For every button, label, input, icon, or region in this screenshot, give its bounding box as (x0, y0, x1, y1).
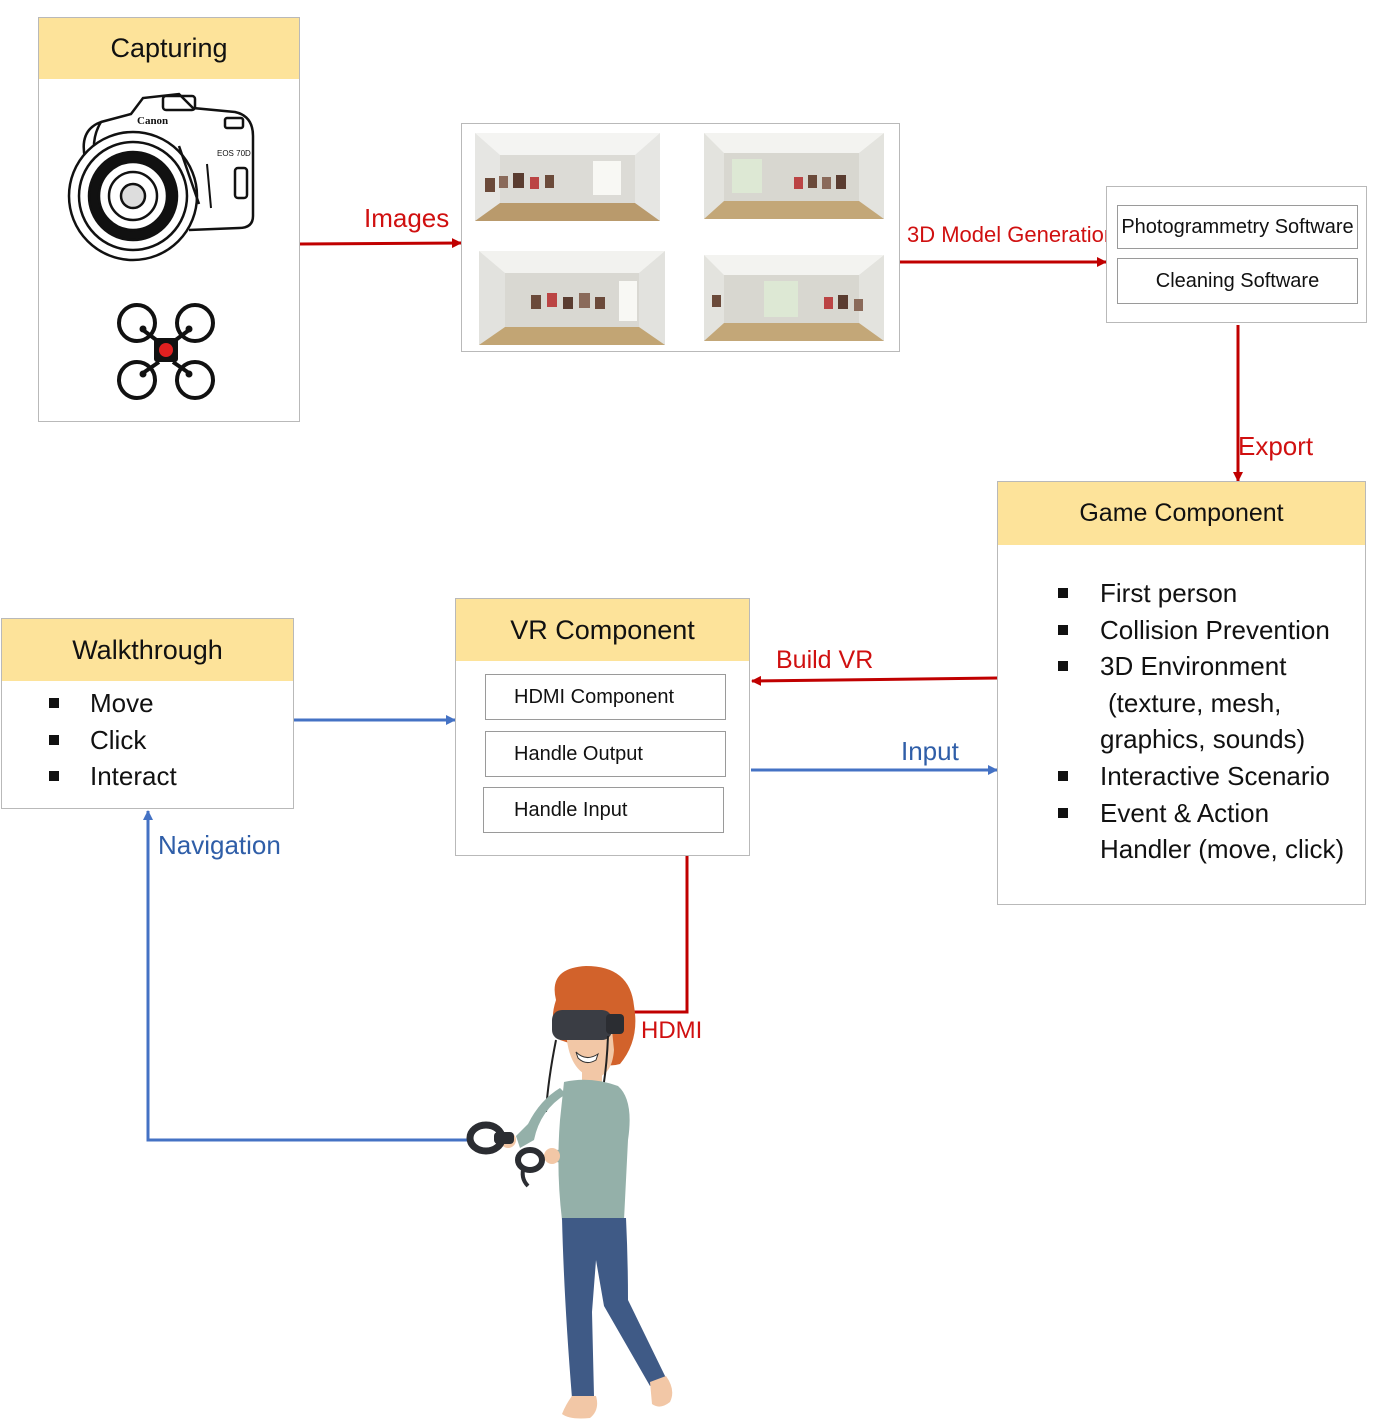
handle-input-item: Handle Input (483, 787, 724, 833)
drone-icon (117, 303, 215, 400)
game-item-event-action-detail: Handler (move, click) (1100, 834, 1345, 865)
handle-input-label: Handle Input (514, 798, 628, 821)
game-component-box: Game Component (997, 481, 1366, 905)
game-item-event-action: Event & Action (1100, 797, 1270, 828)
photogrammetry-software-label: Photogrammetry Software (1121, 215, 1354, 238)
room-photo-2 (704, 133, 884, 219)
vr-component-title: VR Component (510, 614, 695, 645)
game-item-3d-environment-detail-2: graphics, sounds) (1100, 724, 1306, 755)
export-label: Export (1238, 431, 1314, 461)
bullet (49, 771, 59, 782)
bullet (1058, 624, 1068, 635)
walkthrough-header: Walkthrough (2, 619, 293, 681)
room-photo-4 (704, 255, 884, 341)
capturing-box: Capturing Canon EOS 70D (38, 17, 300, 422)
game-component-header: Game Component (998, 482, 1365, 545)
walkthrough-item-click: Click (90, 724, 147, 755)
walkthrough-item-move: Move (90, 688, 154, 718)
camera-model: EOS 70D (217, 149, 251, 158)
room-photo-3 (479, 251, 665, 345)
bullet (1058, 807, 1068, 818)
model-generation-label: 3D Model Generation (907, 222, 1117, 247)
capturing-header: Capturing (39, 18, 299, 79)
game-component-list: First person Collision Prevention 3D Env… (1058, 575, 1344, 868)
game-component-title: Game Component (1079, 499, 1284, 527)
walkthrough-title: Walkthrough (72, 634, 223, 665)
handle-output-item: Handle Output (485, 731, 726, 777)
bullet (1058, 661, 1068, 672)
hdmi-label: HDMI (641, 1017, 703, 1044)
build-vr-arrow (751, 675, 999, 686)
handle-output-label: Handle Output (514, 742, 643, 765)
bullet (1058, 588, 1068, 598)
hdmi-component-label: HDMI Component (514, 685, 675, 708)
walkthrough-item-interact: Interact (90, 761, 177, 792)
hdmi-arrow (624, 856, 689, 1017)
images-label: Images (364, 203, 450, 233)
photogrammetry-software-item: Photogrammetry Software (1117, 205, 1358, 249)
navigation-arrow (143, 810, 472, 1142)
game-item-interactive-scenario: Interactive Scenario (1100, 760, 1330, 791)
game-item-3d-environment: 3D Environment (1100, 651, 1287, 682)
bullet (49, 698, 59, 708)
build-vr-label: Build VR (776, 646, 874, 674)
bullet (1058, 770, 1068, 781)
game-item-first-person: First person (1100, 578, 1238, 608)
vr-component-header: VR Component (456, 599, 749, 661)
cleaning-software-item: Cleaning Software (1117, 258, 1358, 304)
bullet (49, 734, 59, 745)
walkthrough-list: Move Click Interact (49, 685, 177, 795)
images-arrow (299, 238, 462, 249)
capturing-title: Capturing (110, 33, 228, 63)
camera-brand: Canon (137, 115, 168, 127)
game-item-3d-environment-detail-1: (texture, mesh, (1108, 687, 1282, 718)
hdmi-component-item: HDMI Component (485, 674, 726, 720)
room-photo-1 (475, 133, 660, 221)
input-label: Input (901, 736, 959, 766)
game-item-collision-prevention: Collision Prevention (1100, 614, 1330, 645)
camera-icon: Canon EOS 70D (67, 92, 255, 262)
navigation-label: Navigation (158, 830, 281, 860)
cleaning-software-label: Cleaning Software (1155, 269, 1320, 292)
walkthrough-box: Walkthrough (1, 618, 294, 809)
